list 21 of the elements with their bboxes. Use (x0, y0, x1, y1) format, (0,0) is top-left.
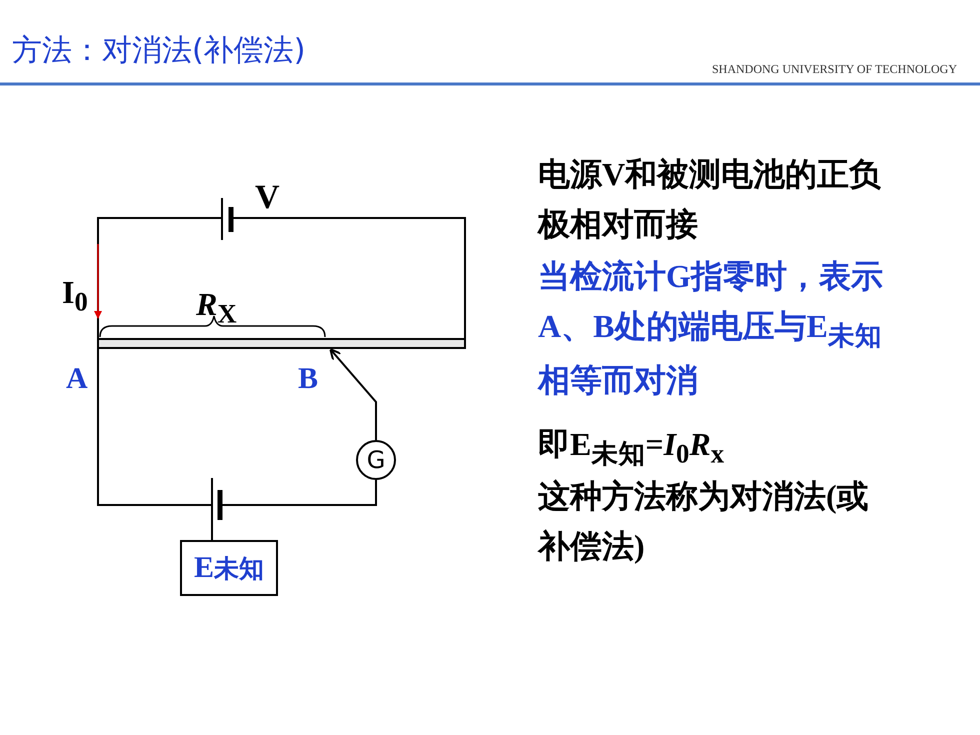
formula-text: 即E$_{未知}$=I$_{0}$R$_{x}$ (538, 425, 726, 470)
point-label: B (298, 361, 318, 397)
title: 方法：对消法(补偿法) (12, 32, 306, 70)
resistance-wire (97, 338, 466, 349)
explanation-text: 这种方法称为对消法(或补偿法) (538, 477, 870, 566)
wire (221, 480, 377, 506)
battery-symbol (221, 198, 234, 240)
current-label: I$_{0}$ (62, 273, 88, 318)
wire (211, 532, 213, 540)
component-label: V (255, 178, 280, 218)
header-text: SHANDONG UNIVERSITY OF TECHNOLOGY (712, 61, 957, 78)
explanation-text: 电源V和被测电池的正负极相对而接 (538, 155, 882, 244)
wire (97, 348, 211, 506)
component-label: R$_{X}$ (196, 285, 237, 330)
point-label: A (66, 361, 88, 397)
explanation-text: 当检流计G指零时，表示A、B处的端电压与E$_{未知}$相等而对消 (538, 257, 883, 400)
wire (233, 217, 466, 339)
wire (97, 217, 221, 339)
slider-arrow (329, 348, 377, 440)
galvanometer-symbol: G (356, 440, 396, 480)
battery-symbol (211, 478, 222, 532)
